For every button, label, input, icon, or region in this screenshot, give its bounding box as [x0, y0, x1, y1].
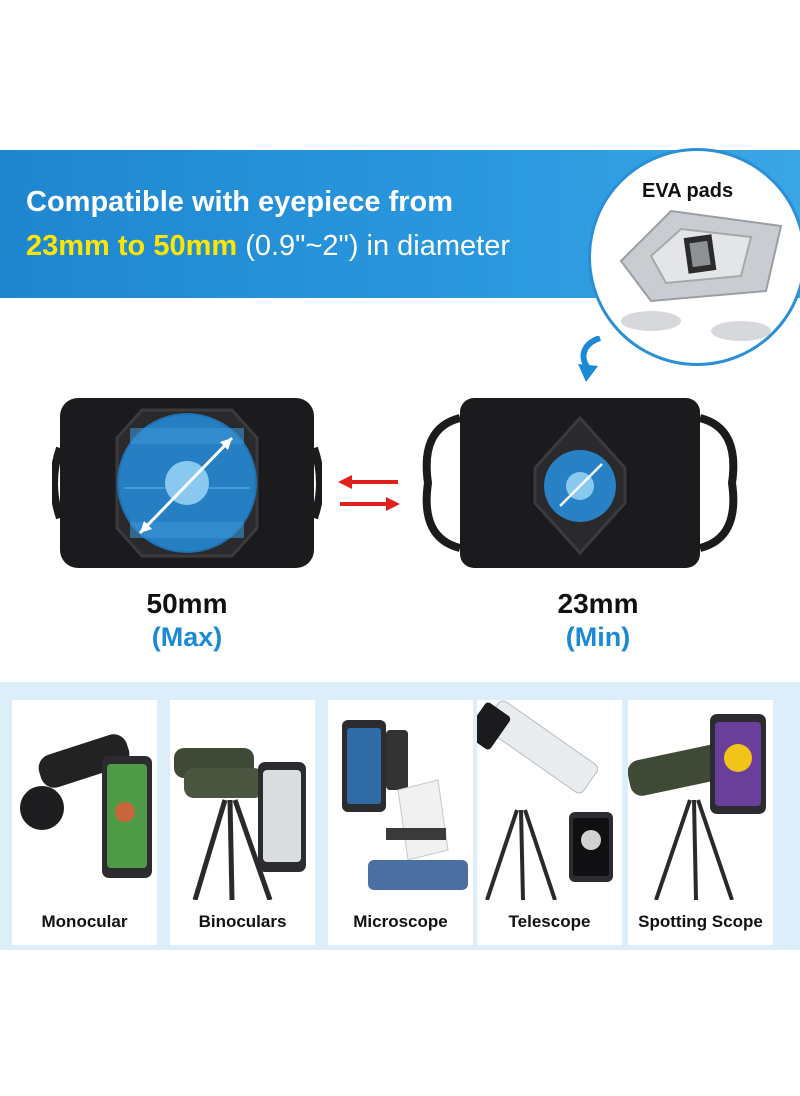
- telescope-icon: [477, 700, 622, 900]
- use-label-spotting-scope: Spotting Scope: [638, 912, 763, 931]
- use-card-microscope: Microscope: [328, 700, 473, 945]
- adapter-max-illustration: [52, 398, 322, 568]
- binoculars-icon: [170, 700, 315, 900]
- eva-pads-illustration: [619, 209, 783, 341]
- use-label-telescope: Telescope: [508, 912, 591, 931]
- adapter-min-illustration: [422, 398, 738, 568]
- curved-arrow-icon: [578, 336, 602, 382]
- use-label-microscope: Microscope: [353, 912, 448, 931]
- monocular-icon: [12, 700, 157, 900]
- min-size-value: 23mm: [557, 588, 639, 619]
- use-card-monocular: Monocular: [12, 700, 157, 945]
- eva-pads-label: EVA pads: [642, 180, 734, 202]
- min-size-label: (Min): [565, 622, 631, 652]
- headline-line-2: 23mm to 50mm (0.9"~2") in diameter: [26, 230, 510, 263]
- headline-line-2-rest: (0.9"~2") in diameter: [237, 230, 511, 262]
- eva-pads-inset: [588, 148, 800, 366]
- use-card-telescope: Telescope: [477, 700, 622, 945]
- microscope-icon: [328, 700, 473, 900]
- spotting-scope-icon: [628, 700, 773, 900]
- max-size-value: 50mm: [146, 588, 228, 619]
- compatibility-gallery: Monocular Binoculars: [0, 682, 800, 950]
- use-card-spotting-scope: Spotting Scope: [628, 700, 773, 945]
- use-label-monocular: Monocular: [41, 912, 128, 931]
- max-size-label: (Max): [151, 622, 223, 652]
- headline-highlight: 23mm to 50mm: [26, 230, 238, 262]
- use-label-binoculars: Binoculars: [198, 912, 287, 931]
- headline-line-1: Compatible with eyepiece from: [26, 186, 454, 218]
- use-card-binoculars: Binoculars: [170, 700, 315, 945]
- swap-arrows-icon: [338, 475, 400, 511]
